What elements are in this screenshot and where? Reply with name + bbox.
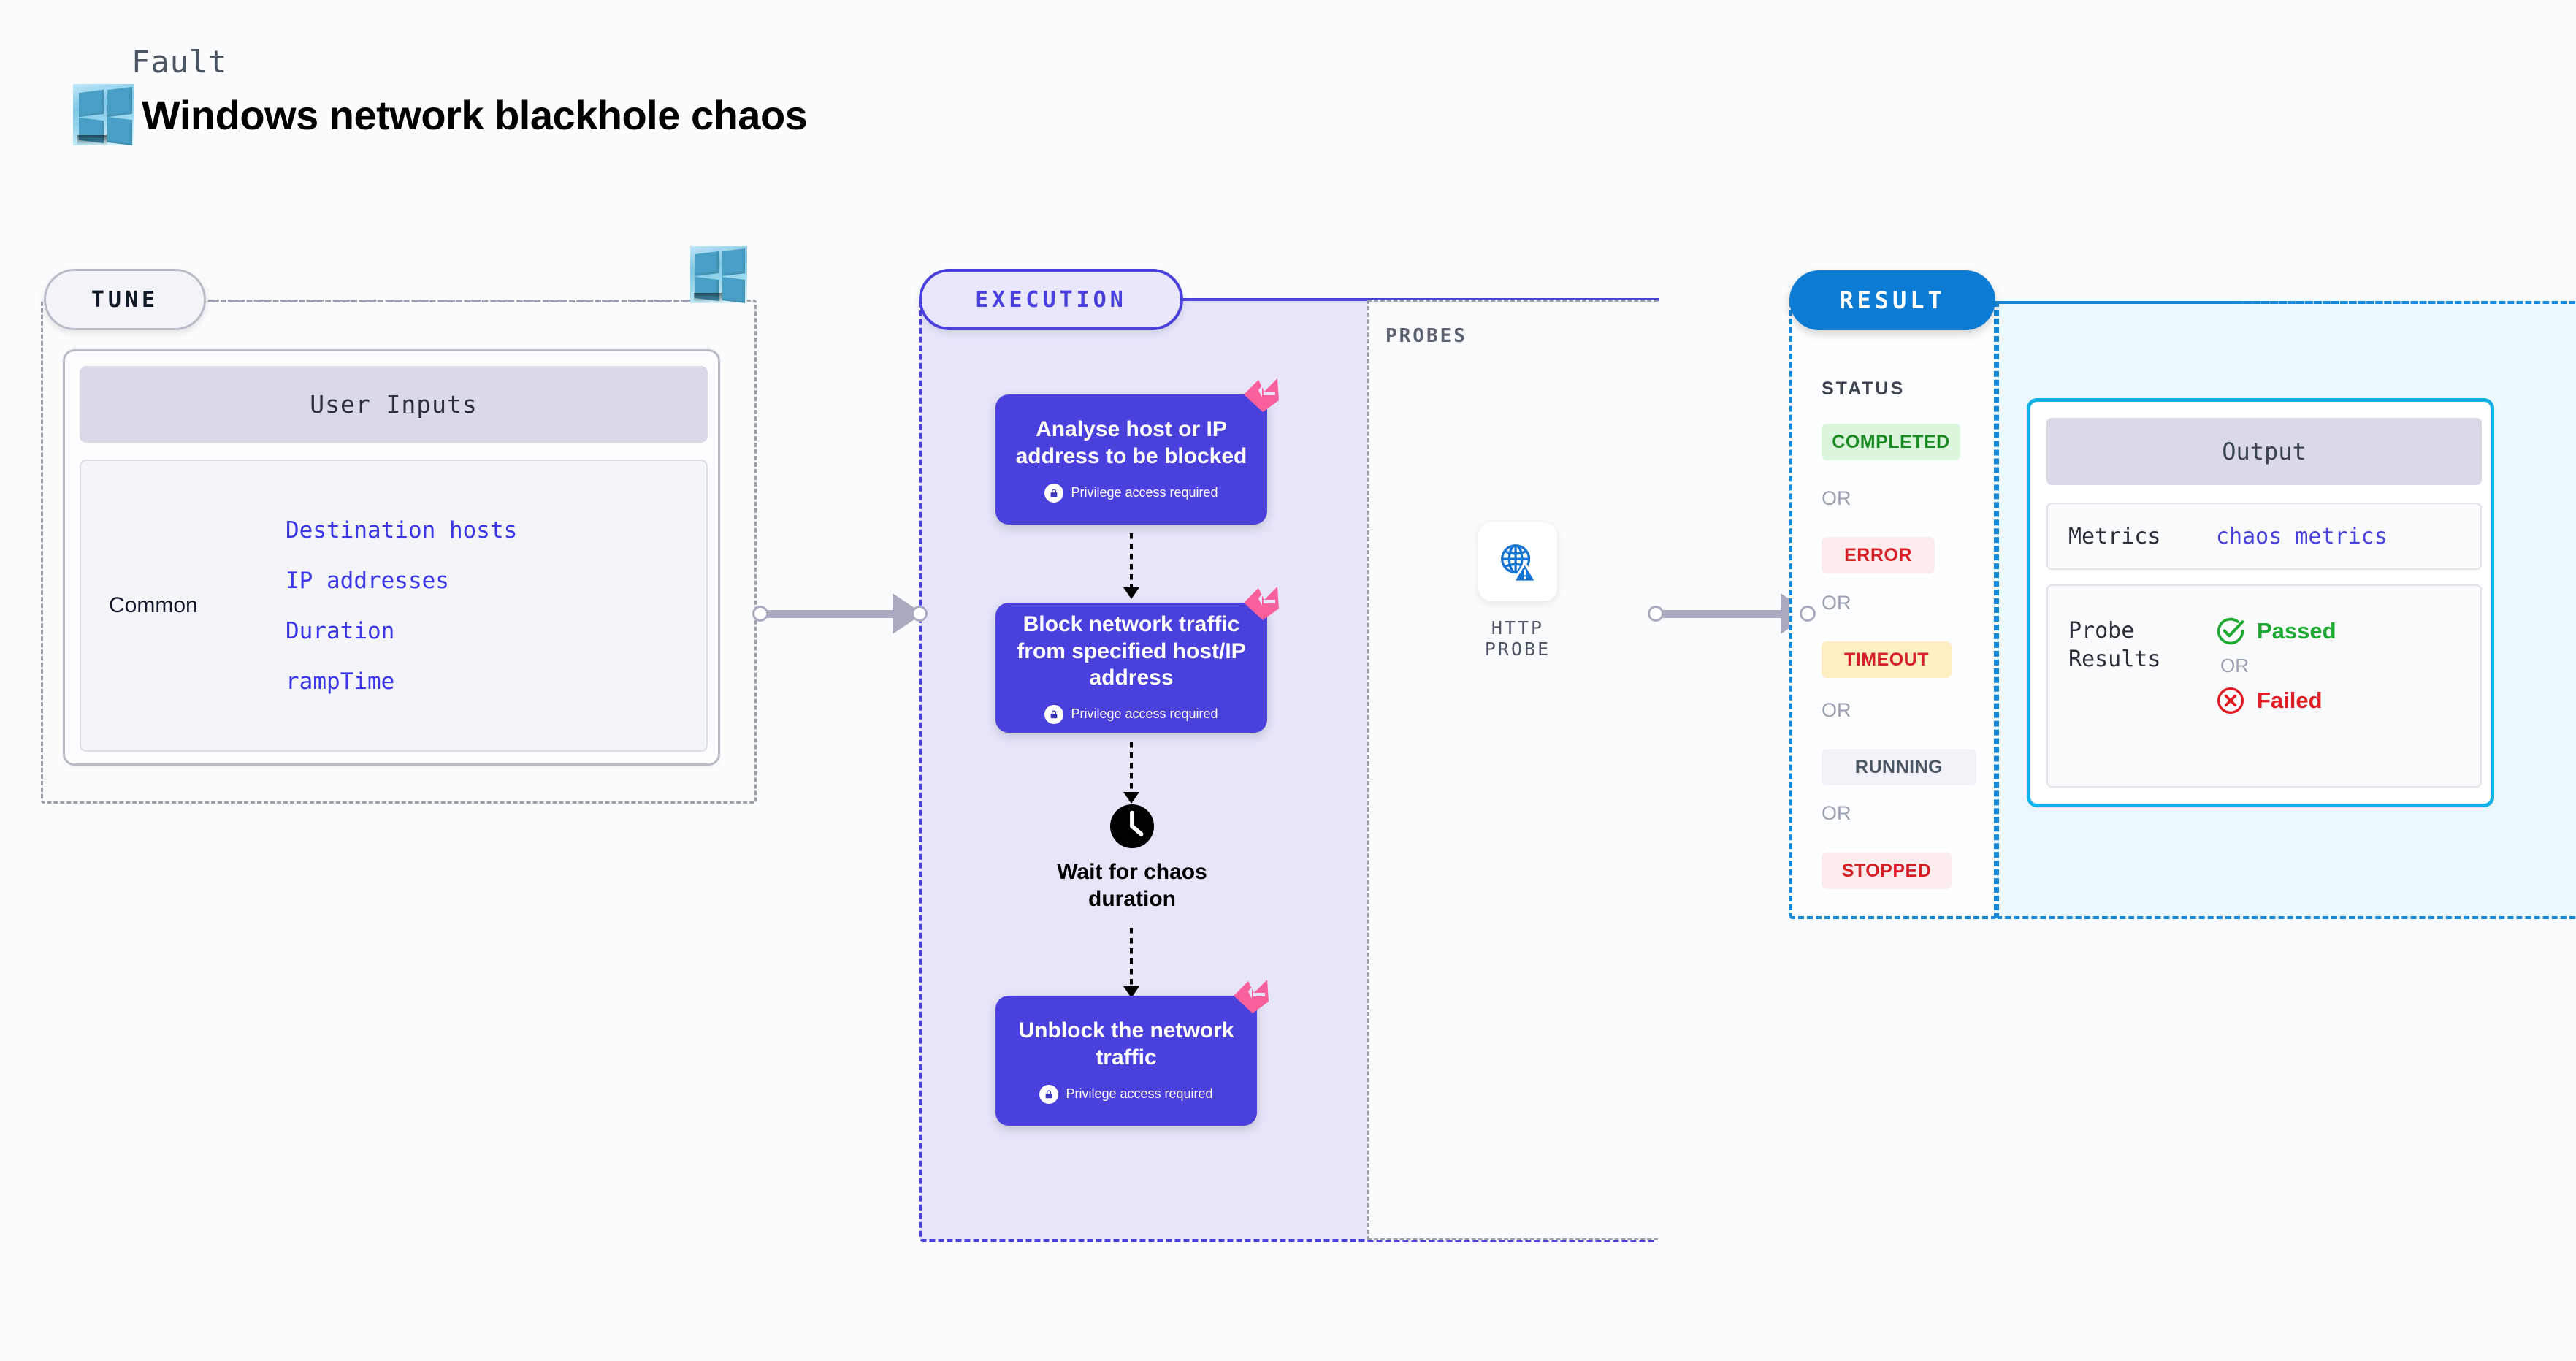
connector-node1-node2 [1123,533,1139,599]
probe-caption: HTTP PROBE [1484,617,1551,660]
connector-start-dot [1648,606,1664,622]
metrics-label: Metrics [2068,523,2161,549]
or-separator: OR [1822,802,1851,824]
privilege-note-text: Privilege access required [1071,706,1218,722]
param-destination-hosts[interactable]: Destination hosts [286,516,518,544]
privilege-note-text: Privilege access required [1071,485,1218,500]
x-circle-icon [2217,687,2244,714]
probe-results-label: Probe Results [2068,618,2161,672]
lock-icon [1039,1084,1059,1104]
page-title: Windows network blackhole chaos [142,91,808,138]
probes-section-label: PROBES [1386,325,1467,347]
lock-icon [1044,704,1064,724]
probe-item-http[interactable]: HTTP PROBE [1459,522,1576,660]
clock-icon [1109,804,1155,849]
tune-pill[interactable]: TUNE [44,269,206,330]
connector-clock-node4 [1123,928,1139,998]
param-duration[interactable]: Duration [286,617,395,644]
node-title: Analyse host or IP address to be blocked [1015,417,1247,468]
param-ip-addresses[interactable]: IP addresses [286,567,449,594]
probes-section [1367,300,1658,1240]
connector-line [1662,609,1786,618]
user-inputs-header: User Inputs [80,366,708,443]
lock-icon [1044,483,1064,503]
privilege-note: Privilege access required [1039,1084,1213,1104]
privilege-note-text: Privilege access required [1066,1086,1213,1102]
output-header: Output [2046,418,2482,485]
tune-card: User Inputs Common Destination hosts IP … [63,349,720,766]
metrics-value[interactable]: chaos metrics [2216,523,2388,549]
fault-label: Fault [131,44,228,80]
execution-pill[interactable]: EXECUTION [919,269,1183,330]
title-row: Windows network blackhole chaos [73,84,808,145]
privilege-note: Privilege access required [1044,483,1218,503]
param-ramptime[interactable]: rampTime [286,668,395,695]
node-title: Block network traffic from specified hos… [1017,612,1246,690]
result-top-divider [1984,301,2576,304]
pink-flag-badge-icon [1234,980,1269,1013]
param-list: Destination hosts IP addresses Duration … [286,517,517,695]
result-status-section [1789,301,1997,919]
execution-node-unblock[interactable]: Unblock the network traffic Privilege ac… [995,980,1269,1126]
privilege-note: Privilege access required [1044,704,1218,724]
pink-flag-badge-icon [1244,378,1279,412]
probe-result-passed: Passed [2216,617,2336,646]
metrics-row: Metrics chaos metrics [2046,503,2482,570]
tune-top-divider [212,300,723,302]
result-pill[interactable]: RESULT [1789,270,1995,330]
status-badge-error: ERROR [1822,537,1935,573]
page-header: Fault Windows network blackhole chaos [73,44,808,145]
connector-tune-to-execution [752,593,928,634]
output-card: Output Metrics chaos metrics Probe Resul… [2027,398,2494,807]
globe-warning-icon [1478,522,1557,601]
connector-end-dot [1800,606,1816,622]
node-title: Unblock the network traffic [1018,1018,1234,1070]
probe-results-values: Passed OR Failed [2216,617,2336,715]
failed-label: Failed [2257,687,2323,713]
status-badge-completed: COMPLETED [1822,424,1960,460]
or-separator: OR [1822,487,1851,509]
passed-label: Passed [2257,618,2336,644]
windows-logo-icon [73,84,134,145]
connector-node2-clock [1123,742,1139,804]
connector-start-dot [752,606,768,622]
status-badge-timeout: TIMEOUT [1822,641,1952,678]
connector-end-dot [911,606,928,622]
execution-node-wait: Wait for chaos duration [1023,804,1242,912]
pink-flag-badge-icon [1244,587,1279,620]
common-params-panel: Common Destination hosts IP addresses Du… [80,460,708,752]
execution-node-block[interactable]: Block network traffic from specified hos… [995,587,1279,733]
common-group-label: Common [109,593,198,617]
connector-line [766,609,898,618]
node-title: Wait for chaos duration [1057,860,1207,911]
or-separator: OR [1822,592,1851,614]
execution-node-analyse[interactable]: Analyse host or IP address to be blocked… [995,378,1279,525]
status-label: STATUS [1822,378,1906,399]
or-separator: OR [2220,655,2249,676]
windows-logo-icon [690,246,747,303]
status-badge-running: RUNNING [1822,749,1976,785]
status-badge-stopped: STOPPED [1822,853,1952,889]
probe-result-failed: Failed [2216,686,2336,715]
or-separator: OR [1822,699,1851,721]
probe-results-row: Probe Results Passed OR Failed [2046,584,2482,788]
check-circle-icon [2217,617,2244,645]
